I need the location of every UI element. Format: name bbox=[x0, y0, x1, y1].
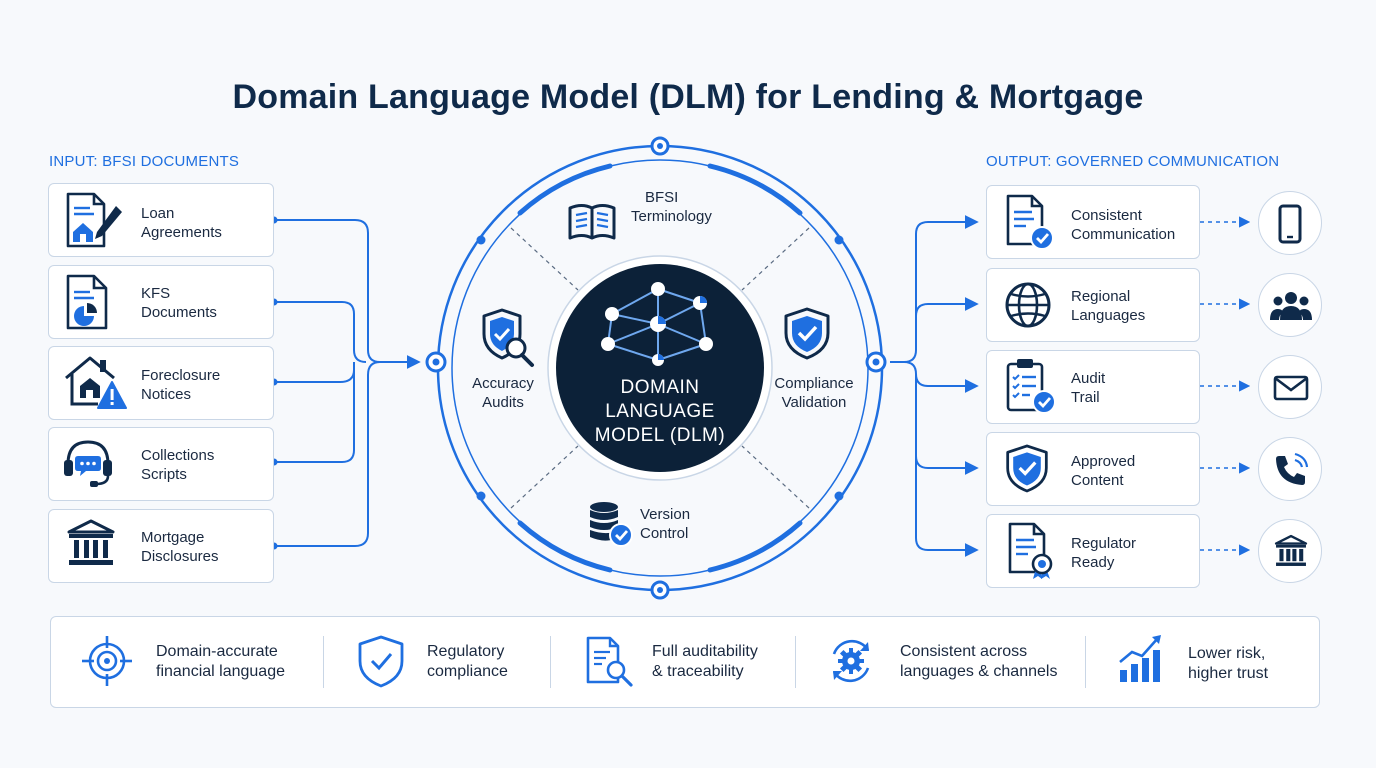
output-card-consistent-communication[interactable] bbox=[986, 185, 1200, 259]
shield-check-icon bbox=[1006, 444, 1048, 493]
phone-call-icon bbox=[1276, 452, 1309, 485]
channel-people-group[interactable] bbox=[1258, 273, 1322, 337]
shield-magnifier-icon bbox=[482, 308, 534, 367]
growth-chart-icon bbox=[1119, 635, 1161, 682]
document-ribbon-icon bbox=[1008, 522, 1053, 579]
benefit-divider bbox=[550, 636, 551, 688]
document-chart-icon bbox=[66, 274, 108, 330]
clipboard-check-icon bbox=[1006, 359, 1056, 414]
channel-phone-call[interactable] bbox=[1258, 437, 1322, 501]
page-title: Domain Language Model (DLM) for Lending … bbox=[232, 78, 1144, 116]
envelope-icon bbox=[1273, 375, 1309, 401]
house-warning-icon bbox=[65, 356, 127, 409]
document-check-icon bbox=[1006, 194, 1054, 250]
dlm-core-label: DOMAIN LANGUAGE MODEL (DLM) bbox=[594, 377, 726, 446]
benefit-divider bbox=[323, 636, 324, 688]
input-card-loan-agreements[interactable] bbox=[48, 183, 274, 257]
input-section-label: INPUT: BFSI DOCUMENTS bbox=[49, 153, 240, 170]
benefit-full-auditability: Full auditability& traceability bbox=[652, 643, 758, 680]
headset-chat-icon bbox=[64, 440, 112, 487]
input-card-kfs-documents[interactable] bbox=[48, 265, 274, 339]
input-card-foreclosure-notices[interactable] bbox=[48, 346, 274, 420]
bank-icon bbox=[1274, 534, 1308, 566]
open-book-icon bbox=[568, 204, 616, 240]
channel-smartphone[interactable] bbox=[1258, 191, 1322, 255]
gear-cycle-icon bbox=[832, 639, 870, 683]
hub-right-label: Compliance Validation bbox=[774, 375, 854, 411]
channel-bank[interactable] bbox=[1258, 519, 1322, 583]
hub-top-label: BFSI Terminology bbox=[631, 189, 712, 225]
shield-check-icon bbox=[358, 635, 404, 688]
shield-check-icon bbox=[784, 307, 830, 360]
document-house-pen-icon bbox=[66, 192, 122, 248]
database-check-icon bbox=[590, 502, 633, 547]
target-icon bbox=[82, 636, 132, 686]
channel-envelope[interactable] bbox=[1258, 355, 1322, 419]
output-section-label: OUTPUT: GOVERNED COMMUNICATION bbox=[986, 153, 1280, 170]
benefit-divider bbox=[795, 636, 796, 688]
benefit-lower-risk: Lower risk,higher trust bbox=[1188, 645, 1269, 682]
bank-icon bbox=[67, 519, 115, 565]
smartphone-icon bbox=[1278, 204, 1302, 244]
document-search-icon bbox=[586, 636, 633, 687]
benefit-divider bbox=[1085, 636, 1086, 688]
benefits-panel bbox=[50, 616, 1320, 708]
output-card-regulator-ready[interactable] bbox=[986, 514, 1200, 588]
hub-bottom-label: Version Control bbox=[640, 506, 691, 542]
globe-icon bbox=[1005, 282, 1051, 328]
people-group-icon bbox=[1270, 292, 1312, 320]
hub-left-label: Accuracy Audits bbox=[472, 375, 534, 411]
